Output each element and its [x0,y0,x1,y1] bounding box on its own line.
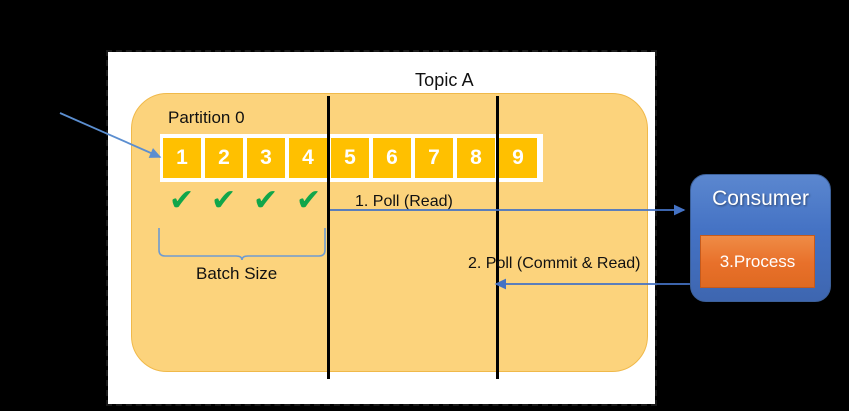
offset-cell[interactable]: 4 [289,138,327,178]
offset-cell[interactable]: 6 [373,138,411,178]
poll-read-label: 1. Poll (Read) [355,193,453,210]
check-icon: ✔ [296,183,322,218]
offset-cell[interactable]: 8 [457,138,495,178]
check-icon: ✔ [169,183,195,218]
poll-commit-read-label: 2. Poll (Commit & Read) [468,255,641,272]
consumer-title: Consumer [712,187,809,210]
offset-cell[interactable]: 9 [499,138,537,178]
partition-label: Partition 0 [168,108,245,127]
batch-boundary-divider [327,96,330,379]
process-label: 3.Process [719,251,796,271]
offset-cell[interactable]: 3 [247,138,285,178]
consumer-box[interactable]: Consumer 3.Process [690,174,831,302]
offset-cell[interactable]: 7 [415,138,453,178]
process-box[interactable]: 3.Process [700,235,815,288]
check-icon: ✔ [211,183,237,218]
offset-cell[interactable]: 1 [163,138,201,178]
topic-title: Topic A [415,70,474,90]
check-icon: ✔ [253,183,279,218]
commit-boundary-divider [496,96,499,379]
offset-strip: 1 2 3 4 5 6 7 8 9 [160,134,543,182]
offset-cell[interactable]: 2 [205,138,243,178]
offset-cell[interactable]: 5 [331,138,369,178]
batch-size-label: Batch Size [196,264,278,283]
batch-size-brace [158,228,326,260]
